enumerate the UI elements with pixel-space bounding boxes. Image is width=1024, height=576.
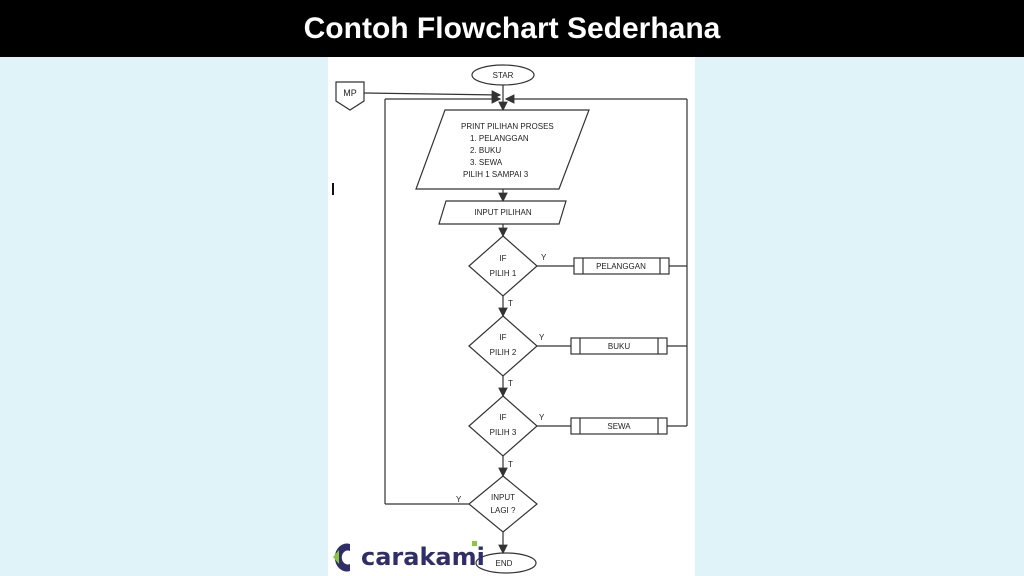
print-item-2: 2. BUKU [470,146,501,155]
brand-logo-icon-accent [333,550,339,564]
again-line1: INPUT [491,493,515,502]
decision-2-yes-label: Y [539,333,545,342]
decision-pilih-3 [468,395,538,457]
title-bar: Contoh Flowchart Sederhana [0,0,1024,57]
decision-input-lagi [468,475,538,533]
print-footer: PILIH 1 SAMPAI 3 [463,170,529,179]
decision-3-line1: IF [499,413,506,422]
offpage-connector-line [363,90,502,100]
offpage-connector [335,81,365,111]
decision-3-yes-label: Y [539,413,545,422]
end-label: END [496,559,513,568]
decision-2-line1: IF [499,333,506,342]
decision-pilih-1 [468,235,538,297]
decision-1-yes-label: Y [541,253,547,262]
decision-pilih-2 [468,315,538,377]
decision-3-line2: PILIH 3 [490,428,517,437]
decision-1-line1: IF [499,254,506,263]
decision-2-no-label: T [508,379,513,388]
again-yes-label: Y [456,495,462,504]
process-pelanggan-label: PELANGGAN [596,262,646,271]
print-item-1: 1. PELANGGAN [470,134,529,143]
decision-1-no-label: T [508,299,513,308]
print-item-3: 3. SEWA [470,158,503,167]
offpage-label: MP [343,88,357,98]
decision-1-line2: PILIH 1 [490,269,517,278]
process-buku-label: BUKU [608,342,630,351]
print-options-parallelogram [415,109,590,190]
end-terminator [475,552,537,574]
input-parallelogram [438,200,567,225]
stray-mark [332,183,334,195]
brand-dot [472,541,477,546]
brand-logo: carakami [333,541,485,572]
input-label: INPUT PILIHAN [474,208,531,217]
page-title: Contoh Flowchart Sederhana [303,12,721,45]
start-label: STAR [493,71,514,80]
brand-name: carakami [361,543,485,571]
process-sewa-label: SEWA [607,422,631,431]
again-line2: LAGI ? [491,506,516,515]
decision-2-line2: PILIH 2 [490,348,517,357]
print-title: PRINT PILIHAN PROSES [461,122,554,131]
decision-3-no-label: T [508,460,513,469]
